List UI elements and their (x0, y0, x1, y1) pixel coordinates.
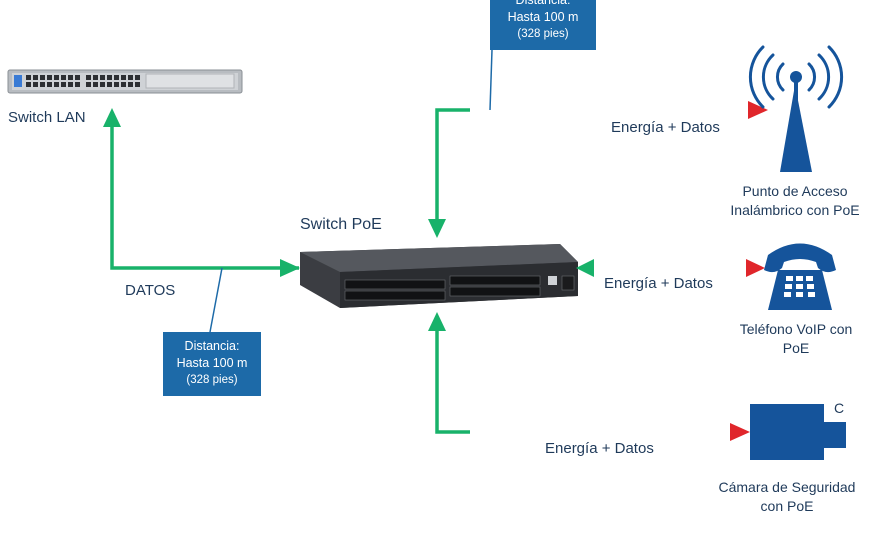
camera-icon (750, 404, 846, 460)
voip-phone-icon (764, 243, 836, 310)
distance-box-bottom: Distancia: Hasta 100 m (328 pies) (163, 332, 261, 396)
distance-box-top-line1: Distancia: (515, 0, 571, 7)
camera-label: Cámara de Seguridad con PoE (702, 478, 872, 516)
datos-arrowhead-right (280, 259, 300, 277)
switch-lan-label: Switch LAN (8, 109, 86, 126)
voip-link-label: Energía + Datos (604, 275, 713, 292)
datos-arrowhead-up (103, 108, 121, 127)
distance-box-top-line2: Hasta 100 m (507, 10, 579, 24)
voip-phone-label-line1: Teléfono VoIP con (739, 321, 853, 337)
access-point-link-label: Energía + Datos (611, 119, 720, 136)
distance-bottom-leader (209, 267, 223, 333)
switch-poe-label: Switch PoE (300, 216, 382, 233)
voip-link-arrowhead-left (576, 259, 594, 277)
lan-switch-icon (7, 69, 243, 94)
distance-box-bottom-line1: Distancia: (184, 339, 240, 353)
datos-label: DATOS (125, 282, 176, 299)
access-point-icon (748, 45, 844, 172)
access-point-link-vertical (435, 108, 470, 220)
access-point-label-line2: Inalámbrico con PoE (730, 202, 860, 218)
datos-arrow (110, 125, 299, 270)
distance-box-top-line3: (328 pies) (517, 28, 569, 40)
camera-badge: C (834, 400, 845, 416)
distance-box-top: Distancia: Hasta 100 m (328 pies) (490, 0, 596, 50)
access-point-link-arrowhead (748, 101, 768, 119)
distance-top-leader (489, 49, 493, 111)
distance-box-bottom-line2: Hasta 100 m (176, 356, 248, 370)
access-point-link-arrowhead-down (428, 219, 446, 238)
camera-link-arrowhead (730, 423, 750, 441)
distance-box-bottom-line3: (328 pies) (186, 374, 238, 386)
camera-link-vertical (435, 330, 470, 434)
voip-phone-label: Teléfono VoIP con PoE (712, 320, 880, 358)
camera-label-line2: con PoE (760, 498, 814, 514)
access-point-label-line1: Punto de Acceso (742, 183, 848, 199)
camera-link-arrowhead-up (428, 312, 446, 331)
camera-label-line1: Cámara de Seguridad (718, 479, 856, 495)
voip-link-arrowhead-right (746, 259, 765, 277)
camera-link-label: Energía + Datos (545, 440, 654, 457)
access-point-label: Punto de Acceso Inalámbrico con PoE (700, 182, 880, 220)
poe-switch-icon (300, 244, 578, 308)
voip-phone-label-line2: PoE (782, 340, 810, 356)
